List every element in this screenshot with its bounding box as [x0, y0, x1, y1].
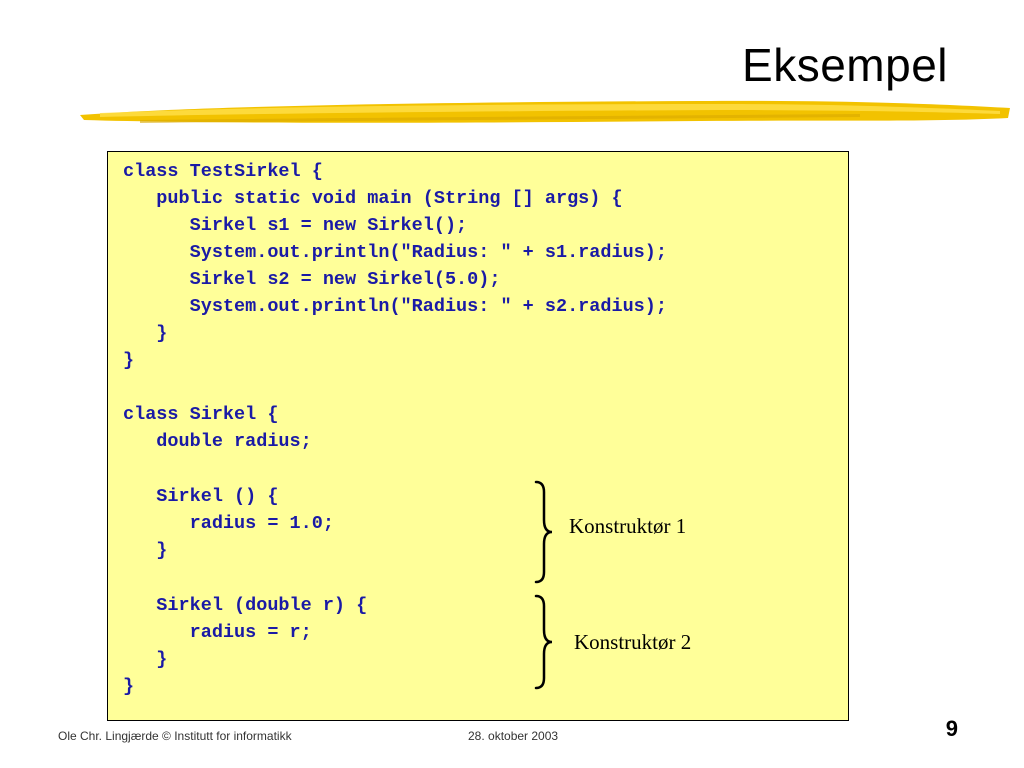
curly-brace-icon — [534, 594, 553, 690]
code-line: } — [123, 323, 168, 344]
code-line: class Sirkel { — [123, 404, 279, 425]
code-line: public static void main (String [] args)… — [123, 188, 623, 209]
code-line: Sirkel (double r) { — [123, 595, 368, 616]
code-line: } — [123, 676, 135, 697]
code-line: radius = r; — [123, 622, 312, 643]
code-line: System.out.println("Radius: " + s2.radiu… — [123, 296, 667, 317]
code-line: } — [123, 350, 135, 371]
code-line: System.out.println("Radius: " + s1.radiu… — [123, 242, 667, 263]
title-underline-swoosh — [80, 100, 1010, 123]
code-block: class TestSirkel { public static void ma… — [107, 151, 849, 721]
code-line: } — [123, 649, 168, 670]
page-number: 9 — [945, 716, 958, 741]
constructor-2-label: Konstruktør 2 — [574, 630, 692, 654]
code-line: Sirkel () { — [123, 486, 279, 507]
code-line: Sirkel s2 = new Sirkel(5.0); — [123, 269, 501, 290]
slide-title: Eksempel — [742, 39, 948, 91]
code-line: } — [123, 540, 168, 561]
code-line: Sirkel s1 = new Sirkel(); — [123, 215, 468, 236]
curly-brace-icon — [534, 480, 553, 584]
code-line: radius = 1.0; — [123, 513, 334, 534]
footer-author: Ole Chr. Lingjærde © Institutt for infor… — [58, 729, 292, 743]
code-line: class TestSirkel { — [123, 161, 323, 182]
code-line: double radius; — [123, 431, 312, 452]
footer-date: 28. oktober 2003 — [468, 729, 559, 743]
constructor-1-label: Konstruktør 1 — [569, 514, 687, 538]
